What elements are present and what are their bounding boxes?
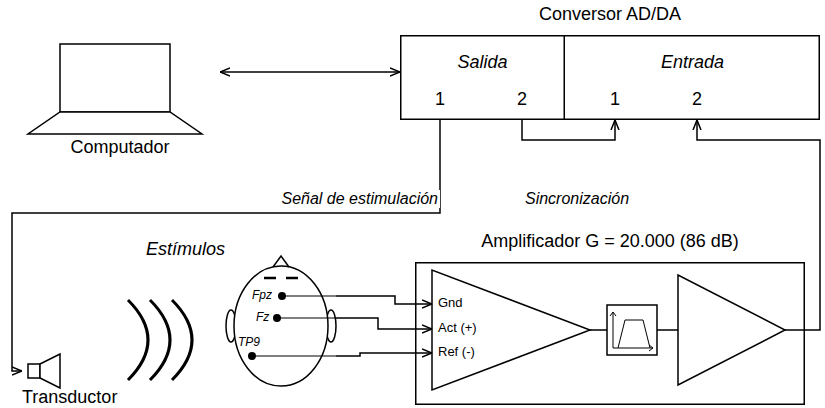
node-text: Entrada [565,53,820,73]
speaker-cone [40,354,60,388]
filter-passband [618,320,650,348]
transducer-node: Transductor [22,350,132,406]
node-text: Fz [256,311,269,324]
amplifier-symbol [678,275,785,385]
pin-number: 1 [605,90,625,110]
node-text: Transductor [22,388,117,408]
sound-waves [128,300,192,380]
node-text: Fpz [252,289,272,302]
connector [12,120,440,371]
head-drawing [226,256,336,392]
amplifier-stage: GndAct (+) Ref (-) [432,270,590,390]
speaker-magnet [28,364,40,378]
electrode-wire [277,317,336,318]
amplifier-symbol [432,270,590,390]
pin-number: 1 [430,90,450,110]
head-outline [234,266,328,386]
electrode [278,292,286,300]
node-text: Ref (-) [438,345,475,359]
head-node: FpzFzTP9 [226,256,336,392]
connector [336,296,432,304]
output-section: Salida [400,35,565,120]
laptop-screen [60,44,170,112]
eyes [264,277,298,280]
pin-number: 2 [512,90,532,110]
node-text: Act (+) [438,321,477,335]
connector-label: Señal de estimulación [200,190,440,208]
stimulus-label: Estímulos [146,240,225,260]
sound-wave [150,300,170,380]
connector-label: Sincronización [500,190,654,208]
filter-axes [610,312,653,351]
node-text: Computador [20,138,220,158]
node-text: Gnd [438,296,463,310]
sound-wave [128,300,148,380]
sound-wave [172,300,192,380]
connector [336,318,432,329]
electrode-wire [282,295,336,296]
electrode [248,352,256,360]
laptop-base [28,112,202,134]
connector [336,353,432,356]
node-text: Conversor AD/DA [400,5,820,25]
electrode [273,314,281,322]
node-text: Salida [400,53,565,73]
computer-node: Computador [20,38,220,163]
amplifier-box: GndAct (+)Ref (-)Amplificador G = 20.000… [415,262,805,405]
connector [522,120,615,140]
node-text: TP9 [238,336,260,349]
node-text: Amplificador G = 20.000 (86 dB) [415,232,805,252]
filter-symbol [607,305,657,355]
connector [220,71,400,73]
electrode-wire [252,355,336,356]
pin-number: 2 [687,90,707,110]
nose [273,256,289,267]
